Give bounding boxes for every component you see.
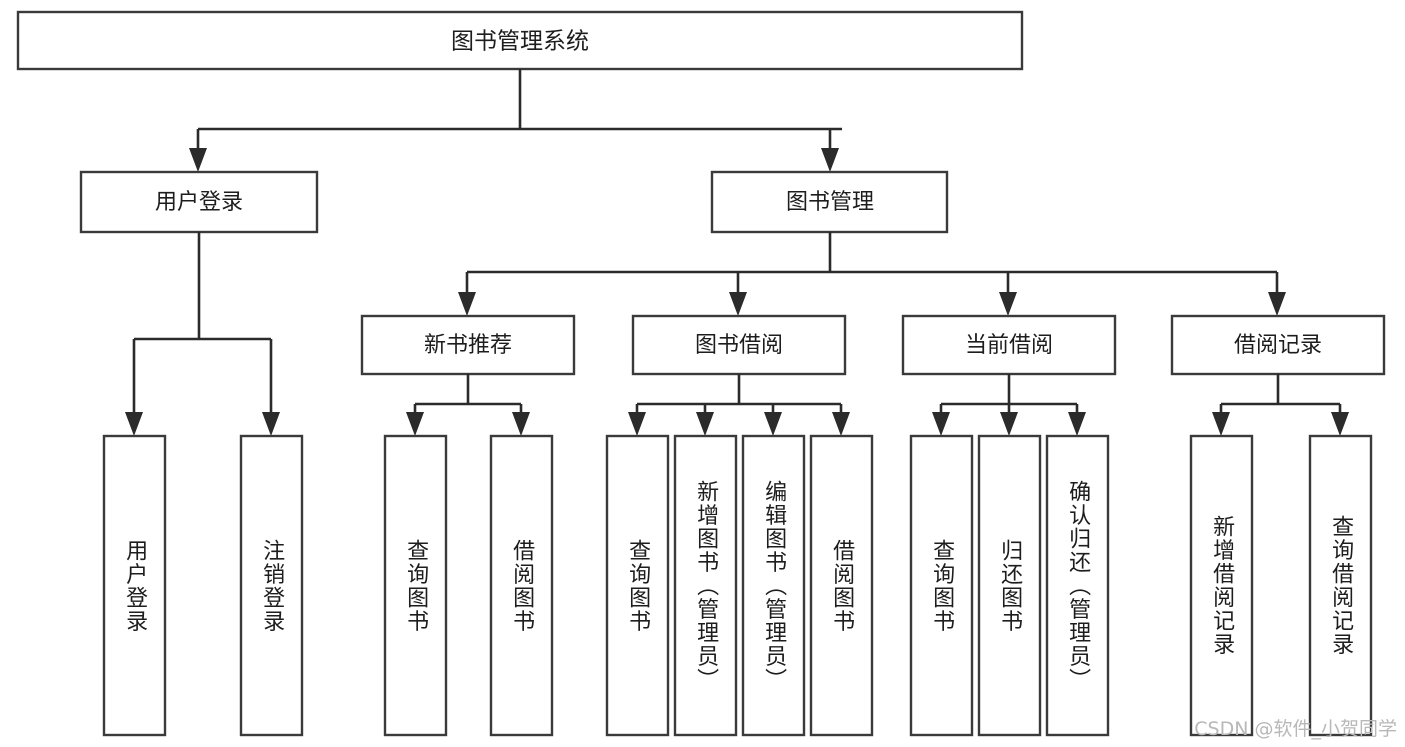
node-book-borrow[interactable]: 图书借阅 (631, 314, 847, 376)
leaf-box-edit-book[interactable] (741, 434, 806, 737)
node-new-book-recommend-label: 新书推荐 (424, 333, 512, 358)
arrow-head-icon (458, 292, 476, 316)
arrow-head-icon (932, 412, 950, 436)
arrow-head-icon (999, 292, 1017, 316)
leaf-box-confirm-return[interactable] (1045, 434, 1110, 737)
leaf-box-add-record[interactable] (1189, 434, 1254, 737)
leaf-box-user-login[interactable] (102, 434, 167, 737)
leaf-box-add-book[interactable] (673, 434, 738, 737)
node-borrow-records-label: 借阅记录 (1234, 333, 1322, 358)
connector-current-borrow-to-leaves (932, 374, 1086, 436)
node-root-label: 图书管理系统 (451, 29, 589, 55)
connector-user-login-to-leaves (125, 232, 280, 436)
leaf-box-query-record[interactable] (1308, 434, 1373, 737)
node-book-management[interactable]: 图书管理 (710, 170, 949, 234)
leaf-box-query-book-3[interactable] (909, 434, 974, 737)
node-user-login-box[interactable] (79, 170, 319, 234)
arrow-head-icon (1212, 412, 1230, 436)
connector-new-book-recommend-to-leaves (406, 374, 530, 436)
arrow-head-icon (1068, 412, 1086, 436)
node-new-book-recommend[interactable]: 新书推荐 (360, 314, 576, 376)
arrow-head-icon (764, 412, 782, 436)
arrow-head-icon (832, 412, 850, 436)
watermark-text: CSDN @软件_小贺同学 (1194, 718, 1397, 740)
leaf-box-query-book-2[interactable] (605, 434, 670, 737)
node-user-login-label: 用户登录 (155, 190, 243, 215)
leaf-box-borrow-book-2[interactable] (809, 434, 874, 737)
arrow-head-icon (512, 412, 530, 436)
node-current-borrow[interactable]: 当前借阅 (901, 314, 1117, 376)
arrow-head-icon (696, 412, 714, 436)
leaf-box-query-book-1[interactable] (383, 434, 448, 737)
node-current-borrow-box[interactable] (901, 314, 1117, 376)
connector-borrow-records-to-leaves (1212, 374, 1349, 436)
leaf-box-logout[interactable] (239, 434, 304, 737)
node-borrow-records[interactable]: 借阅记录 (1170, 314, 1386, 376)
arrow-head-icon (729, 292, 747, 316)
connector-book-management-to-level3 (458, 232, 1286, 316)
arrow-head-icon (628, 412, 646, 436)
node-root-box[interactable] (16, 10, 1024, 71)
node-book-borrow-label: 图书借阅 (695, 333, 783, 358)
arrow-head-icon (189, 148, 207, 172)
arrow-head-icon (1000, 412, 1018, 436)
arrow-head-icon (125, 412, 143, 436)
arrow-head-icon (1268, 292, 1286, 316)
arrow-head-icon (262, 412, 280, 436)
arrow-head-icon (821, 148, 839, 172)
node-book-management-label: 图书管理 (786, 190, 874, 215)
node-new-book-recommend-box[interactable] (360, 314, 576, 376)
node-user-login[interactable]: 用户登录 (79, 170, 319, 234)
node-current-borrow-label: 当前借阅 (965, 333, 1053, 358)
connector-root-to-level2 (189, 69, 842, 172)
leaf-box-borrow-book-1[interactable] (489, 434, 554, 737)
node-root[interactable]: 图书管理系统 (16, 10, 1024, 71)
connector-book-borrow-to-leaves (628, 374, 850, 436)
leaf-box-return-book[interactable] (977, 434, 1042, 737)
arrow-head-icon (406, 412, 424, 436)
arrow-head-icon (1331, 412, 1349, 436)
